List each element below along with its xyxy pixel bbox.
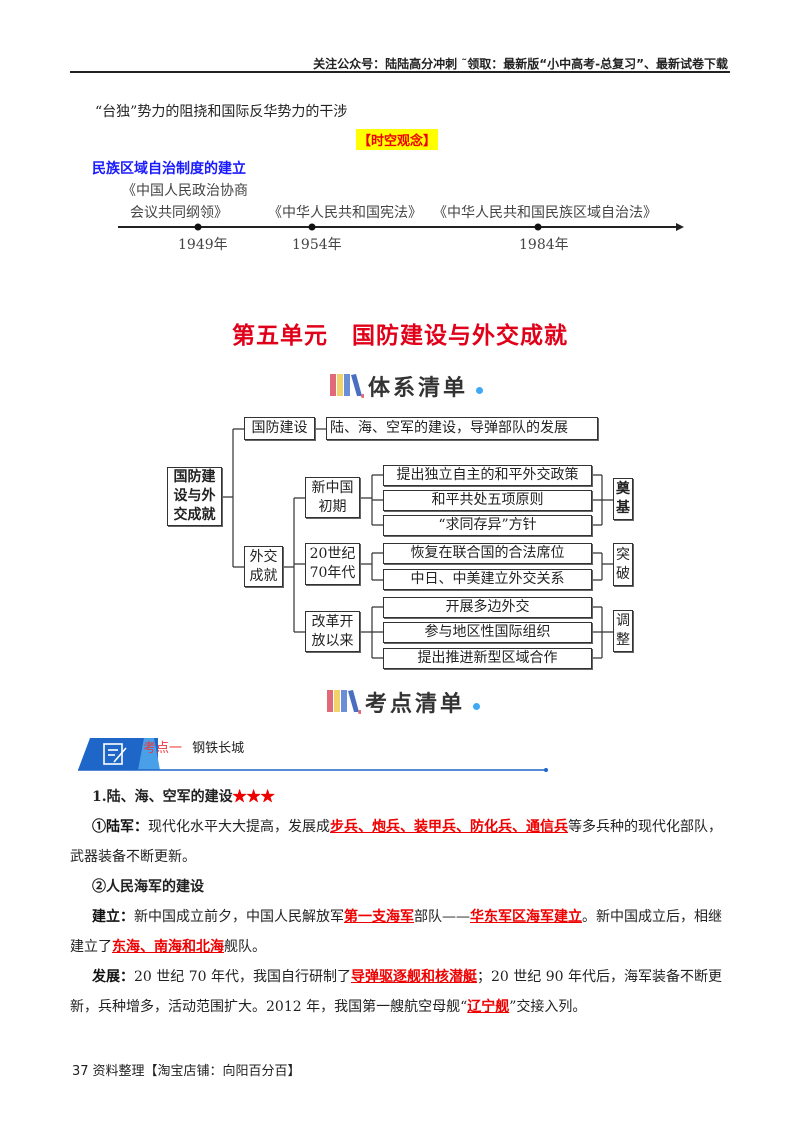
timeline-dot: [308, 223, 316, 231]
mindmap-item: “求同存异”方针: [383, 515, 592, 536]
section-label: 考点一: [143, 741, 183, 756]
section-banner: [78, 738, 548, 772]
mindmap-period: 新中国初期: [305, 477, 360, 518]
footer-text: 资料整理【淘宝店铺：向阳百分百】: [92, 1064, 301, 1079]
text: ；20 世纪 90 年代后，海军装备不断更新，兵种增多，活动范围扩大。2012 …: [70, 969, 722, 1015]
mindmap-item: 和平共处五项原则: [383, 490, 592, 511]
mindmap-summary: 突破: [613, 543, 633, 586]
mindmap-period: 20世纪70年代: [305, 543, 360, 585]
highlight: 第一支海军: [344, 909, 414, 925]
concept-tag: 【时空观念】: [356, 129, 439, 150]
mindmap-period: 改革开放以来: [305, 611, 360, 652]
timeline-arrow: [676, 223, 684, 231]
timeline-label-1a: 《中国人民政治协商: [122, 183, 248, 199]
mindmap-item: 提出推进新型区域合作: [383, 648, 592, 669]
page-number: 37: [72, 1064, 89, 1079]
navy-heading: ②人民海军的建设: [92, 879, 204, 895]
timeline-label-1b: 会议共同纲领》: [130, 205, 228, 221]
timeline-axis: [118, 223, 684, 231]
highlight: 华东军区海军建立: [470, 909, 582, 925]
timeline-dot: [194, 223, 202, 231]
books-icon: [327, 686, 362, 718]
mindmap-item: 提出独立自主的和平外交政策: [383, 465, 592, 486]
establish-paragraph: 建立：新中国成立前夕，中国人民解放军第一支海军部队——华东军区海军建立。新中国成…: [70, 902, 735, 962]
mindmap-item: 中日、中美建立外交关系: [383, 569, 592, 590]
dot-icon: [476, 387, 483, 394]
mindmap-diplomacy: 外交成就: [244, 546, 283, 587]
timeline-dot: [534, 223, 542, 231]
text: 等多兵种的现代化部队，武器装备不断更新。: [70, 819, 722, 865]
mindmap-defense: 国防建设: [244, 417, 315, 440]
mindmap-defense-detail: 陆、海、空军的建设，导弹部队的发展: [326, 417, 598, 440]
text: 部队——: [414, 909, 470, 925]
intro-line: “台独”势力的阻挠和国际反华势力的干涉: [95, 104, 348, 120]
text: 舰队。: [224, 939, 266, 955]
establish-label: 建立：: [92, 909, 134, 925]
section-title: 钢铁长城: [192, 741, 245, 756]
mindmap-connectors: [222, 428, 613, 659]
text: 。新中国成立后，相继建立了: [70, 909, 722, 955]
text: 20 世纪 70 年代，我国自行研制了: [134, 969, 351, 985]
army-label: ①陆军：: [92, 819, 148, 835]
highlight: 导弹驱逐舰和核潜艇: [350, 969, 477, 985]
text: 新中国成立前夕，中国人民解放军: [134, 909, 344, 925]
mindmap-summary: 奠基: [613, 478, 633, 520]
mindmap-item: 参与地区性国际组织: [383, 622, 592, 643]
mindmap-root: 国防建设与外交成就: [167, 467, 222, 526]
develop-paragraph: 发展：20 世纪 70 年代，我国自行研制了导弹驱逐舰和核潜艇；20 世纪 90…: [70, 962, 735, 1022]
timeline-label-2: 《中华人民共和国宪法》: [268, 205, 422, 221]
timeline-title: 民族区域自治制度的建立: [92, 161, 246, 177]
dot-icon: [473, 703, 480, 710]
highlight: 辽宁舰: [467, 999, 510, 1015]
timeline-year-2: 1954年: [292, 237, 342, 253]
highlight: 东海、南海和北海: [112, 939, 224, 955]
mindmap-item: 恢复在联合国的合法席位: [383, 543, 592, 564]
text: 现代化水平大大提高，发展成: [148, 819, 330, 835]
kaodian-header: 考点清单: [365, 691, 466, 717]
timeline-year-1: 1949年: [178, 237, 228, 253]
timeline-year-3: 1984年: [519, 237, 569, 253]
army-paragraph: ①陆军：现代化水平大大提高，发展成步兵、炮兵、装甲兵、防化兵、通信兵等多兵种的现…: [70, 812, 735, 872]
header-divider: [70, 71, 730, 73]
system-header: 体系清单: [368, 375, 469, 401]
page-header: 关注公众号：陆陆高分冲刺 ˜领取：最新版“小中高考-总复习”、最新试卷下载: [313, 57, 728, 71]
mindmap-item: 开展多边外交: [383, 597, 592, 618]
chapter-title: 第五单元 国防建设与外交成就: [232, 323, 568, 349]
star-rating: ★★★: [232, 789, 275, 805]
text: ”交接入列。: [509, 999, 587, 1015]
highlight: 步兵、炮兵、装甲兵、防化兵、通信兵: [330, 819, 568, 835]
mindmap-summary: 调整: [613, 610, 633, 652]
develop-label: 发展：: [92, 969, 134, 985]
notepad-pen-icon: [103, 743, 127, 765]
content-heading: 1.陆、海、空军的建设: [92, 789, 233, 805]
timeline-label-3: 《中华人民共和国民族区域自治法》: [433, 205, 657, 221]
content-body: 1.陆、海、空军的建设★★★ ①陆军：现代化水平大大提高，发展成步兵、炮兵、装甲…: [70, 782, 735, 1022]
